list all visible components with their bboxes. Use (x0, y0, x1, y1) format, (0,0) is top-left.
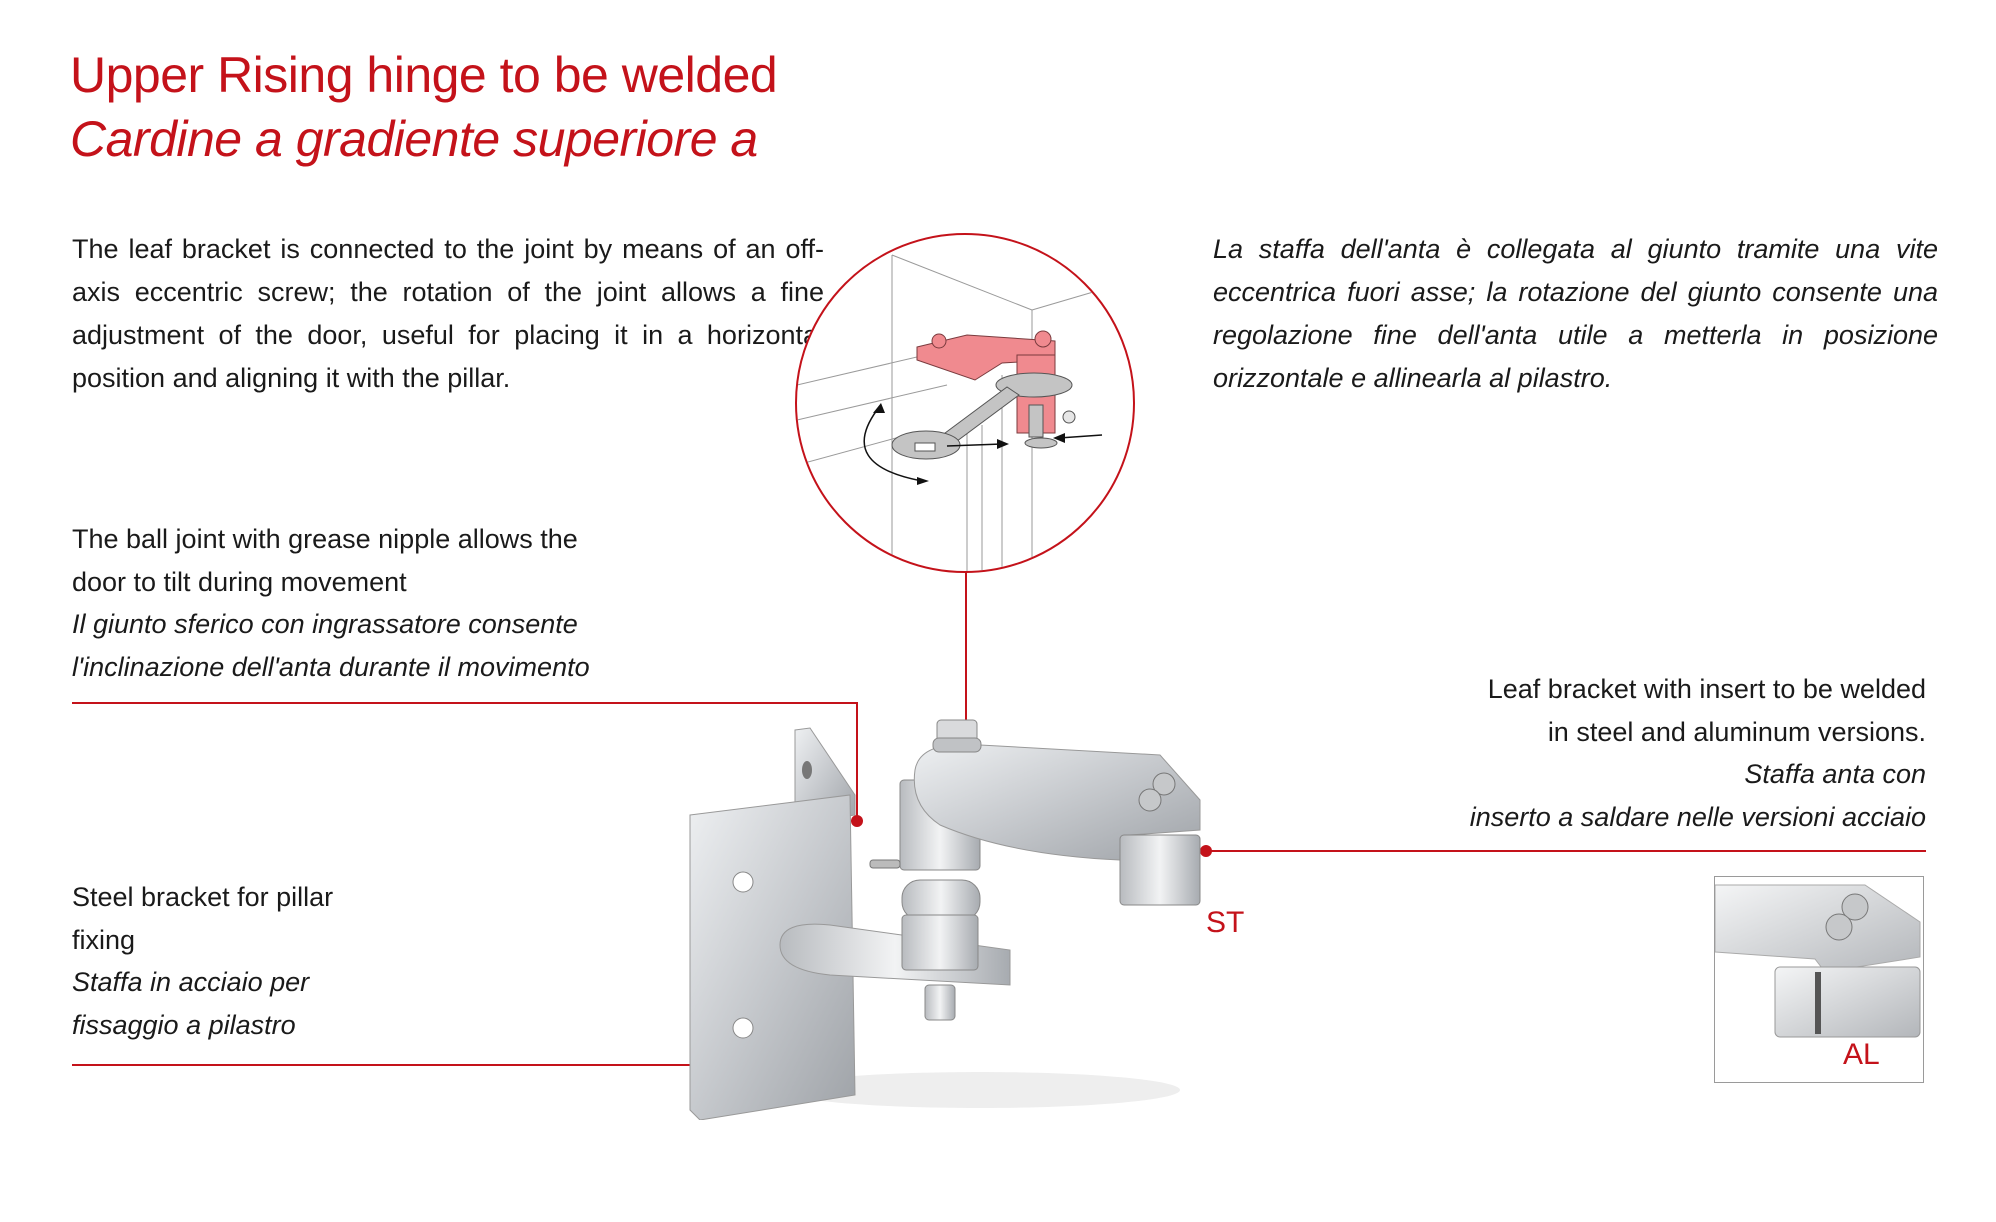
steel-bracket-callout: Steel bracket for pillar fixing Staffa i… (72, 876, 333, 1046)
ball-joint-leader-line (72, 702, 858, 704)
page-title-en: Upper Rising hinge to be welded (70, 47, 778, 103)
steel-bracket-text-it-2: fissaggio a pilastro (72, 1009, 296, 1040)
aluminum-version-label: AL (1843, 1038, 1880, 1071)
wrench-adjustment-illustration (797, 254, 1118, 571)
steel-bracket-text-en-2: fixing (72, 924, 136, 955)
aluminum-version-inset (1714, 876, 1924, 1083)
wrench (891, 372, 1076, 460)
steel-bracket-text-en-1: Steel bracket for pillar (72, 882, 334, 912)
ball-joint-dot (851, 815, 863, 827)
intro-paragraph-it: La staffa dell'anta è collegata al giunt… (1213, 234, 1938, 393)
grease-nipple (869, 859, 901, 869)
hinge-product-image (689, 719, 1201, 1120)
aluminum-insert-image (1714, 884, 1921, 1038)
ball-joint-text-en-2: door to tilt during movement (72, 566, 407, 597)
steel-bracket-leader-line (72, 1064, 704, 1066)
circle-connector-line (965, 572, 967, 734)
leaf-bracket-dot (1200, 845, 1212, 857)
leaf-bracket-text-en-1: Leaf bracket with insert to be welded (1487, 674, 1926, 704)
steel-version-label: ST (1206, 906, 1245, 939)
leaf-bracket-text-it-1: Staffa anta con (1744, 759, 1926, 789)
steel-insert (1119, 834, 1201, 906)
ball-joint-text-it-2: l'inclinazione dell'anta durante il movi… (72, 651, 590, 682)
leaf-bracket-callout: Leaf bracket with insert to be welded in… (1470, 668, 1926, 838)
pillar-bracket-plate (689, 794, 856, 1120)
leaf-bracket-text-it-2: inserto a saldare nelle versioni acciaio (1469, 801, 1926, 832)
ball-joint-callout: The ball joint with grease nipple allows… (72, 518, 590, 688)
detail-zoom-circle (795, 233, 1135, 573)
leaf-bracket-text-en-2: in steel and aluminum versions. (1547, 716, 1926, 747)
ball-joint-text-it-1: Il giunto sferico con ingrassatore conse… (72, 609, 578, 639)
ball-joint-leader-drop (856, 702, 858, 820)
page-title-it: Cardine a gradiente superiore a (70, 111, 758, 167)
steel-bracket-text-it-1: Staffa in acciaio per (72, 967, 310, 997)
ball-joint-text-en-1: The ball joint with grease nipple allows… (72, 524, 578, 554)
intro-paragraph-en: The leaf bracket is connected to the joi… (72, 234, 824, 393)
leaf-bracket-leader-line (1206, 850, 1926, 852)
